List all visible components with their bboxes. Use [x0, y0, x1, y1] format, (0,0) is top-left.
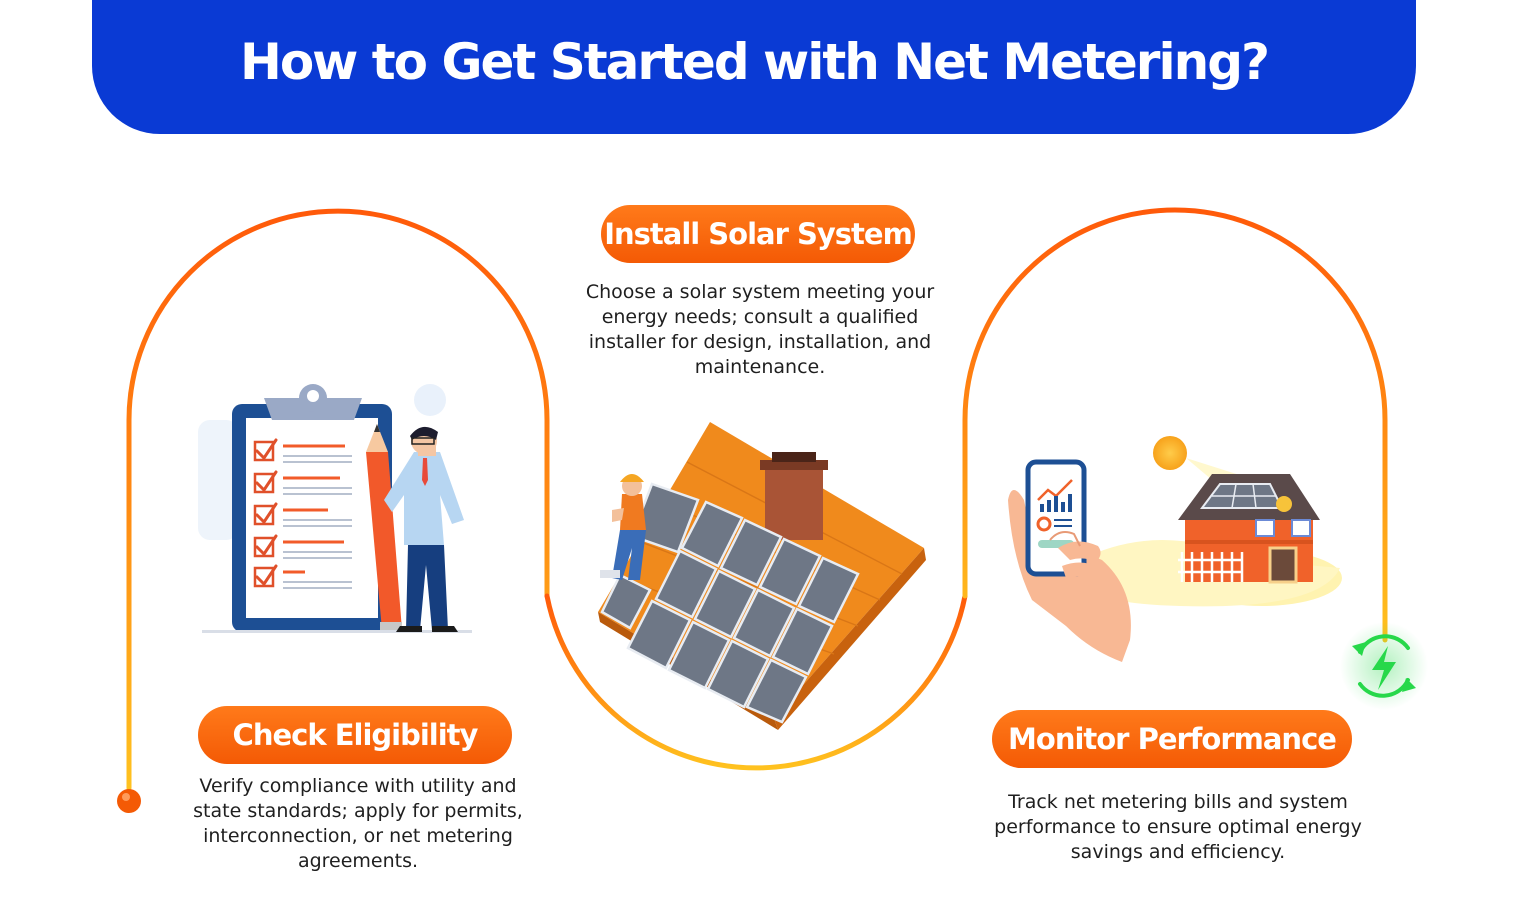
- step-label-monitor-performance: Monitor Performance: [992, 710, 1352, 768]
- solar-roof-icon: [598, 422, 926, 730]
- smartphone-monitor-icon: [1008, 459, 1131, 662]
- path-start-dot: [117, 789, 141, 813]
- clipboard-checklist-icon: [198, 384, 472, 633]
- step-label-check-eligibility: Check Eligibility: [198, 706, 512, 764]
- pencil-icon: [366, 424, 402, 630]
- step-description-check-eligibility: Verify compliance with utility and state…: [193, 775, 523, 872]
- step-description-install-solar-system: Choose a solar system meeting your energ…: [585, 281, 935, 378]
- flow-path-left: [126, 208, 550, 791]
- businessman-icon: [384, 426, 464, 632]
- solar-house-icon: [1080, 436, 1342, 607]
- step-description-monitor-performance: Track net metering bills and system perf…: [994, 791, 1362, 863]
- flow-path-right: [962, 207, 1388, 643]
- page-title: How to Get Started with Net Metering?: [239, 33, 1270, 91]
- energy-cycle-icon: [1340, 622, 1428, 710]
- step-label-install-solar-system: Install Solar System: [601, 205, 915, 263]
- flow-path-middle: [544, 593, 968, 771]
- header-banner: How to Get Started with Net Metering?: [92, 0, 1416, 134]
- worker-icon: [600, 474, 646, 580]
